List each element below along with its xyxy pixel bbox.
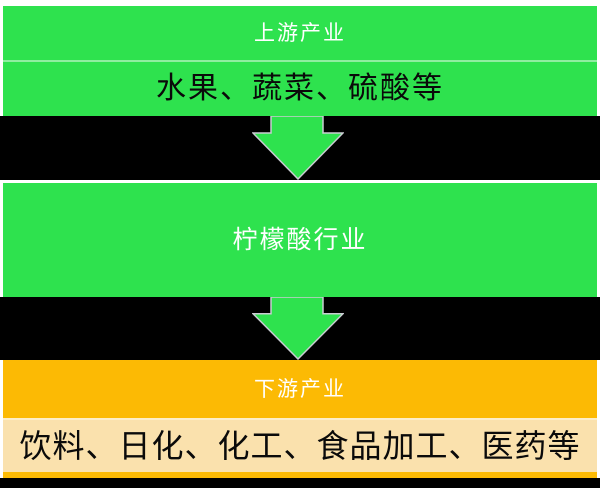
downstream-items-label: 饮料、日化、化工、食品加工、医药等 bbox=[19, 428, 581, 464]
upstream-items-label: 水果、蔬菜、硫酸等 bbox=[156, 72, 444, 105]
core-industry-label: 柠檬酸行业 bbox=[232, 225, 368, 254]
divider-downstream bbox=[3, 418, 597, 420]
node-citric-acid-industry: 柠檬酸行业 bbox=[3, 183, 597, 297]
down-arrow-icon bbox=[252, 116, 344, 180]
upstream-header-label: 上游产业 bbox=[254, 21, 346, 45]
downstream-header-label: 下游产业 bbox=[254, 377, 346, 401]
connector-band-2 bbox=[0, 297, 600, 360]
node-upstream-items: 水果、蔬菜、硫酸等 bbox=[3, 62, 597, 116]
node-downstream-items: 饮料、日化、化工、食品加工、医药等 bbox=[3, 420, 597, 472]
divider-upstream bbox=[3, 60, 597, 62]
node-upstream-header: 上游产业 bbox=[3, 6, 597, 60]
bottom-black-strip bbox=[0, 478, 600, 488]
connector-band-1 bbox=[0, 116, 600, 180]
bottom-accent-bar bbox=[3, 472, 597, 478]
down-arrow-icon bbox=[252, 297, 344, 360]
node-downstream-header: 下游产业 bbox=[3, 360, 597, 418]
